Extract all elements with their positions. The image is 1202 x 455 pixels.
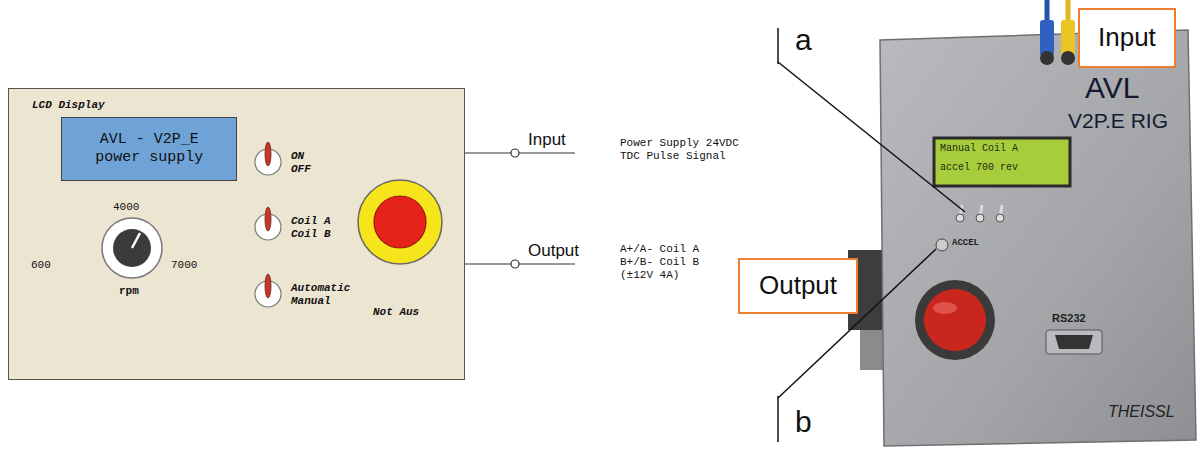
input-wire <box>465 152 575 153</box>
display-text: AVL - V2P_E power supply <box>93 131 206 167</box>
switch-lever <box>265 142 271 166</box>
lcd-screen <box>934 138 1070 186</box>
scale-value: 600 <box>31 259 51 272</box>
section-tick <box>777 396 779 442</box>
db9-connector <box>1046 330 1102 354</box>
section-tick <box>777 28 779 64</box>
device-marking: AVL <box>1085 70 1139 106</box>
emergency-ring <box>358 180 442 264</box>
scale-value: 4000 <box>113 201 139 214</box>
db9-socket <box>1055 335 1093 349</box>
toggle-base <box>996 214 1004 222</box>
port-label: Input <box>528 130 566 150</box>
emergency-button <box>374 196 426 248</box>
maker-marking: THEISSL <box>1108 402 1175 421</box>
estop-button <box>924 289 986 351</box>
callout-text: Input <box>1098 22 1156 53</box>
toggle-base <box>956 214 964 222</box>
knob-pointer <box>132 233 140 248</box>
port-marking: RS232 <box>1052 312 1086 325</box>
lcd-text: accel 700 rev <box>940 162 1018 174</box>
section-letter: b <box>795 404 812 440</box>
wire <box>1066 0 1071 22</box>
output-wire <box>465 263 575 264</box>
signal-label: A+/A- Coil A B+/B- Coil B (±12V 4A) <box>620 243 706 283</box>
button-label: Not Aus <box>373 306 419 319</box>
plug-socket <box>1061 51 1075 65</box>
toggle-base <box>976 214 984 222</box>
banana-plug <box>1040 20 1054 56</box>
switch-label: Automatic Manual <box>291 282 357 308</box>
panel-ground <box>8 88 465 380</box>
unit-label: rpm <box>119 285 139 298</box>
control-panel: LCD DisplayAVL - V2P_E power supply40006… <box>8 88 465 380</box>
section-letter: a <box>795 22 812 58</box>
lcd-text: Manual Coil A <box>940 143 1018 155</box>
estop-base <box>915 280 995 360</box>
estop-highlight <box>933 302 957 314</box>
switch-label: ON OFF <box>291 150 317 176</box>
scale-value: 7000 <box>171 259 197 272</box>
callout-box: Output <box>738 258 858 314</box>
callout-box: Input <box>1078 8 1176 68</box>
accel-button <box>936 239 948 251</box>
switch-lever <box>265 274 271 298</box>
button-marking: ACCEL <box>952 238 979 249</box>
port-label: Output <box>528 241 579 261</box>
display-heading: LCD Display <box>32 99 105 112</box>
callout-text: Output <box>759 270 837 301</box>
wire <box>1045 0 1050 22</box>
terminal <box>511 260 519 268</box>
switch-label: Coil A Coil B <box>291 215 337 241</box>
knob <box>113 229 151 267</box>
plug-socket <box>1040 51 1054 65</box>
leader-line <box>778 62 965 212</box>
terminal <box>511 149 519 157</box>
device-marking: V2P.E RIG <box>1068 108 1168 133</box>
banana-plug <box>1061 20 1075 56</box>
knob-ring <box>102 218 162 278</box>
lcd-display: LCD DisplayAVL - V2P_E power supply <box>61 117 237 181</box>
device-housing <box>880 30 1196 446</box>
signal-label: Power Supply 24VDC TDC Pulse Signal <box>620 137 745 163</box>
switch-lever <box>265 207 271 231</box>
